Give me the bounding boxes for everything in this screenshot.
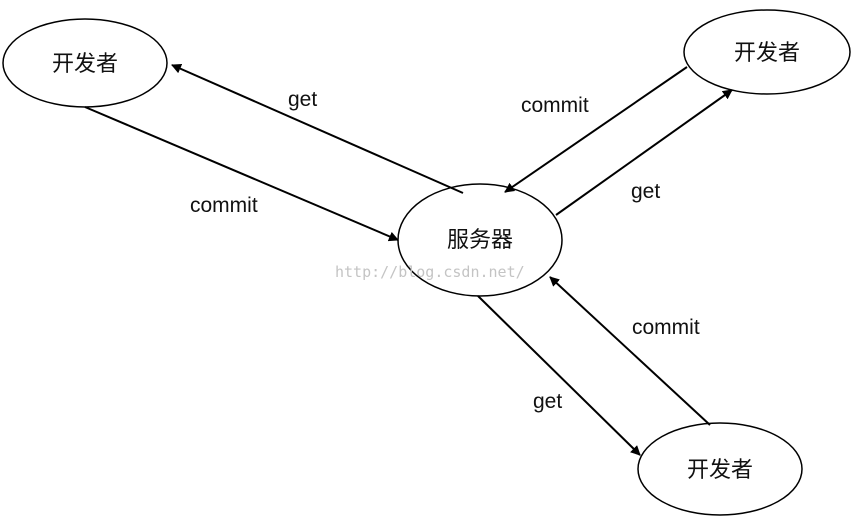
node-developer-top-right: 开发者 [683, 9, 851, 95]
edge-label-get-left: get [288, 88, 317, 111]
edge-label-commit-bottom-right: commit [632, 316, 700, 339]
arrow-left-to-server-commit [84, 106, 399, 242]
edge-label-commit-left: commit [190, 194, 258, 217]
arrow-top-right-to-server-commit [504, 66, 688, 193]
arrow-bottom-right-to-server-commit [549, 276, 711, 426]
developer-left-label: 开发者 [52, 52, 118, 77]
arrow-server-to-bottom-right-get [477, 295, 641, 456]
arrow-server-to-top-right-get [555, 89, 733, 216]
arrow-server-to-left-get [171, 64, 464, 194]
node-developer-bottom-right: 开发者 [637, 422, 803, 516]
node-server: 服务器 [397, 183, 563, 297]
watermark-text: http://blog.csdn.net/ [335, 263, 525, 281]
developer-top-right-label: 开发者 [734, 41, 800, 66]
edge-label-commit-top-right: commit [521, 94, 589, 117]
edge-label-get-top-right: get [631, 180, 660, 203]
node-developer-left: 开发者 [2, 18, 168, 108]
server-label: 服务器 [447, 228, 513, 253]
developer-bottom-right-label: 开发者 [687, 458, 753, 483]
edge-label-get-bottom-right: get [533, 390, 562, 413]
